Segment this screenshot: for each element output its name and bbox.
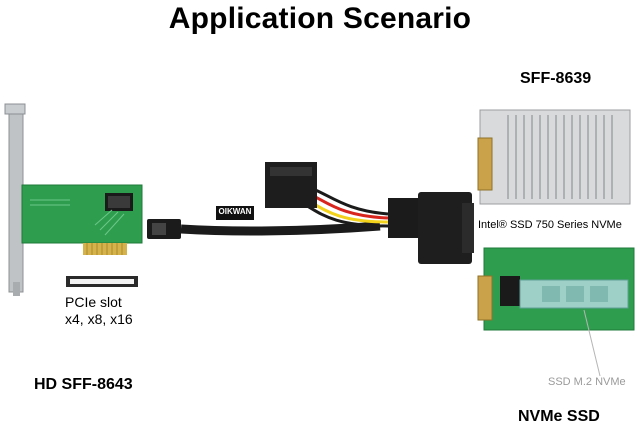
pcie-slot-label: PCIe slot	[65, 294, 122, 310]
nvme-ssd-label: NVMe SSD	[518, 408, 600, 425]
intel-ssd-drive	[477, 109, 631, 205]
ssd-m2-label: SSD M.2 NVMe	[548, 376, 626, 388]
m2-adapter-board	[477, 247, 635, 377]
sff8639-label: SFF-8639	[520, 70, 592, 87]
cable-assembly	[147, 162, 474, 264]
pcie-adapter-card	[4, 103, 143, 296]
hd-sff8643-label: HD SFF-8643	[34, 376, 133, 393]
brand-tag: OIKWAN	[218, 207, 252, 216]
intel-ssd-label: Intel® SSD 750 Series NVMe	[478, 219, 622, 231]
page-title: Application Scenario	[168, 2, 472, 35]
pcie-slot-sizes-label: x4, x8, x16	[65, 311, 133, 327]
